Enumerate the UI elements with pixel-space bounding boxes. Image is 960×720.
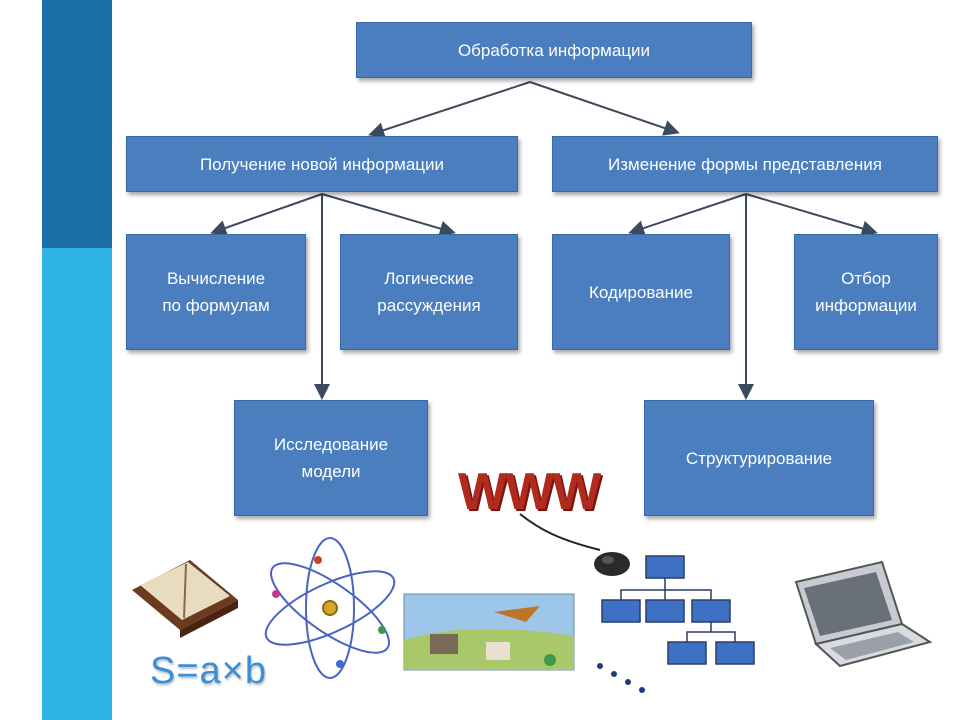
node-structuring-label: Структурирование [685, 448, 833, 468]
www-logo: WWW [458, 463, 601, 521]
node-selection-line2: информации [815, 296, 917, 315]
landscape-picture [403, 593, 575, 671]
node-calc-line2: по формулам [162, 296, 270, 315]
node-change-form-label: Изменение формы представления [608, 154, 882, 174]
decorative-stripe-dark [42, 0, 112, 248]
node-coding: Кодирование [552, 234, 730, 350]
arrow-left-logic [321, 193, 456, 237]
node-logic-line1: Логические [384, 269, 474, 288]
laptop-icon [794, 560, 933, 668]
node-coding-label: Кодирование [589, 282, 693, 302]
arrow-right-selection [745, 193, 878, 237]
arrow-right-coding [628, 193, 747, 236]
org-chart-icon [601, 555, 755, 665]
node-research-line2: модели [301, 462, 361, 481]
node-calculation: Вычисление по формулам [126, 234, 306, 350]
node-change-form: Изменение формы представления [552, 136, 938, 192]
node-research: Исследование модели [234, 400, 428, 516]
node-calc-line1: Вычисление [166, 269, 266, 288]
node-research-line1: Исследование [273, 435, 389, 454]
arrow-root-right [529, 81, 680, 136]
node-selection-line1: Отбор [841, 269, 891, 288]
ellipsis-dots [597, 663, 645, 693]
node-obtaining-label: Получение новой информации [199, 154, 445, 174]
node-logic: Логические рассуждения [340, 234, 518, 350]
node-root-label: Обработка информации [457, 40, 651, 60]
node-structuring: Структурирование [644, 400, 874, 516]
arrow-root-left [368, 81, 531, 138]
node-root: Обработка информации [356, 22, 752, 78]
decorative-stripe-light [42, 248, 112, 720]
book-icon [132, 560, 238, 638]
area-formula: S=a×b [150, 650, 267, 692]
mouse-icon [519, 513, 630, 576]
atom-icon [264, 537, 396, 679]
node-obtaining-new-info: Получение новой информации [126, 136, 518, 192]
node-logic-line2: рассуждения [377, 296, 481, 315]
node-selection: Отбор информации [794, 234, 938, 350]
arrow-left-calc [210, 193, 323, 236]
